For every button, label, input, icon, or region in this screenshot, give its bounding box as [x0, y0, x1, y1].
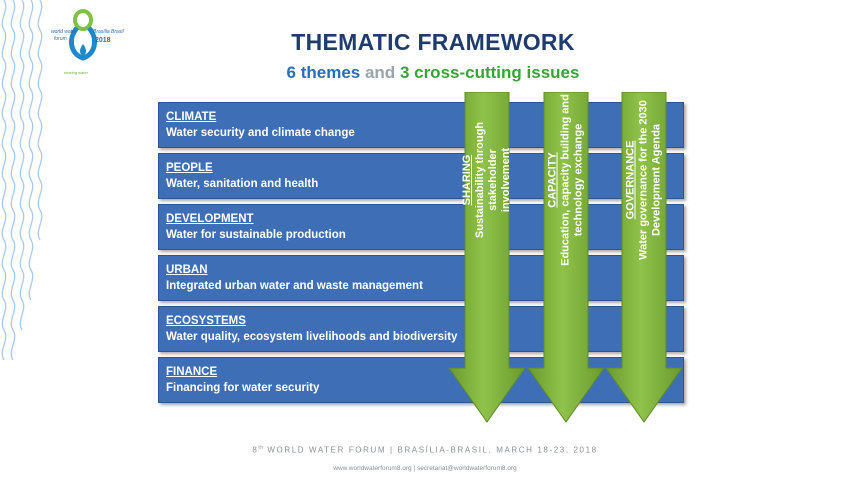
footer-ordinal: 8 — [252, 445, 259, 455]
arrow-label-name: CAPACITY — [546, 152, 559, 208]
arrow-label: GOVERNANCE Water governance for the 2030… — [625, 92, 664, 268]
theme-name: PEOPLE — [166, 162, 213, 174]
footer-links: www.worldwaterforum8.org | secretariat@w… — [333, 465, 517, 472]
footer-event-info: 8th WORLD WATER FORUM | BRASÍLIA-BRASIL,… — [0, 445, 850, 455]
thematic-framework-diagram: CLIMATE Water security and climate chang… — [158, 92, 684, 423]
logo-text-world-water: world water — [51, 29, 77, 35]
subtitle-and: and — [364, 63, 396, 82]
theme-name: ECOSYSTEMS — [166, 315, 246, 327]
theme-name: URBAN — [166, 264, 208, 276]
down-arrow-icon — [605, 92, 683, 423]
logo-tagline: sharing water — [64, 70, 89, 75]
arrow-label: SHARING Sustainability through stakehold… — [461, 92, 513, 268]
arrow-label-line: Water governance for the 2030 — [637, 100, 650, 260]
subtitle-themes: 6 themes — [286, 63, 361, 82]
wave-pattern-decoration — [1, 0, 43, 360]
subtitle-cross-cutting: 3 cross-cutting issues — [399, 63, 580, 82]
theme-row-people: PEOPLE Water, sanitation and health — [158, 153, 684, 199]
down-arrow-icon — [448, 92, 526, 423]
logo-text-city: Brasília Brasil — [93, 29, 124, 35]
forum-8-logo-icon — [69, 9, 97, 61]
theme-row-ecosystems: ECOSYSTEMS Water quality, ecosystem live… — [158, 306, 684, 352]
arrow-label-name: SHARING — [461, 154, 473, 206]
theme-name: FINANCE — [166, 366, 218, 378]
arrow-label-line: Sustainability through stakeholder — [474, 121, 499, 239]
theme-description: Water, sanitation and health — [166, 178, 319, 190]
theme-row-climate: CLIMATE Water security and climate chang… — [158, 102, 684, 148]
arrow-label-name: GOVERNANCE — [624, 140, 637, 220]
theme-name: CLIMATE — [166, 111, 217, 123]
arrow-label-line: Education, capacity building and — [559, 94, 572, 266]
theme-description: Financing for water security — [166, 382, 320, 394]
logo-text-forum: forum — [54, 36, 67, 42]
theme-row-urban: URBAN Integrated urban water and waste m… — [158, 255, 684, 301]
cross-cutting-arrow-capacity: CAPACITY Education, capacity building an… — [526, 92, 606, 424]
footer-ordinal-suffix: th — [258, 445, 264, 451]
forum-logo: world water forum Brasília Brasil 2018 — [48, 4, 124, 76]
theme-description: Integrated urban water and waste managem… — [166, 280, 423, 292]
theme-name: DEVELOPMENT — [166, 213, 254, 225]
arrow-label-line: Development Agenda — [650, 123, 663, 237]
theme-description: Water for sustainable production — [166, 229, 346, 241]
theme-description: Water security and climate change — [166, 127, 355, 139]
arrow-label-line: involvement — [500, 147, 512, 213]
page-subtitle: 6 themes and 3 cross-cutting issues — [0, 63, 850, 83]
page-title: THEMATIC FRAMEWORK — [291, 29, 575, 55]
logo-year: 2018 — [95, 37, 111, 44]
arrow-label-line: technology exchange — [572, 123, 585, 237]
theme-description: Water quality, ecosystem livelihoods and… — [166, 331, 458, 343]
cross-cutting-arrow-governance: GOVERNANCE Water governance for the 2030… — [604, 92, 684, 424]
theme-row-finance: FINANCE Financing for water security — [158, 357, 684, 403]
footer-event-text: WORLD WATER FORUM | BRASÍLIA-BRASIL, MAR… — [267, 445, 598, 455]
theme-row-development: DEVELOPMENT Water for sustainable produc… — [158, 204, 684, 250]
arrow-label: CAPACITY Education, capacity building an… — [547, 92, 586, 268]
cross-cutting-arrow-sharing: SHARING Sustainability through stakehold… — [447, 92, 527, 424]
down-arrow-icon — [527, 92, 605, 423]
